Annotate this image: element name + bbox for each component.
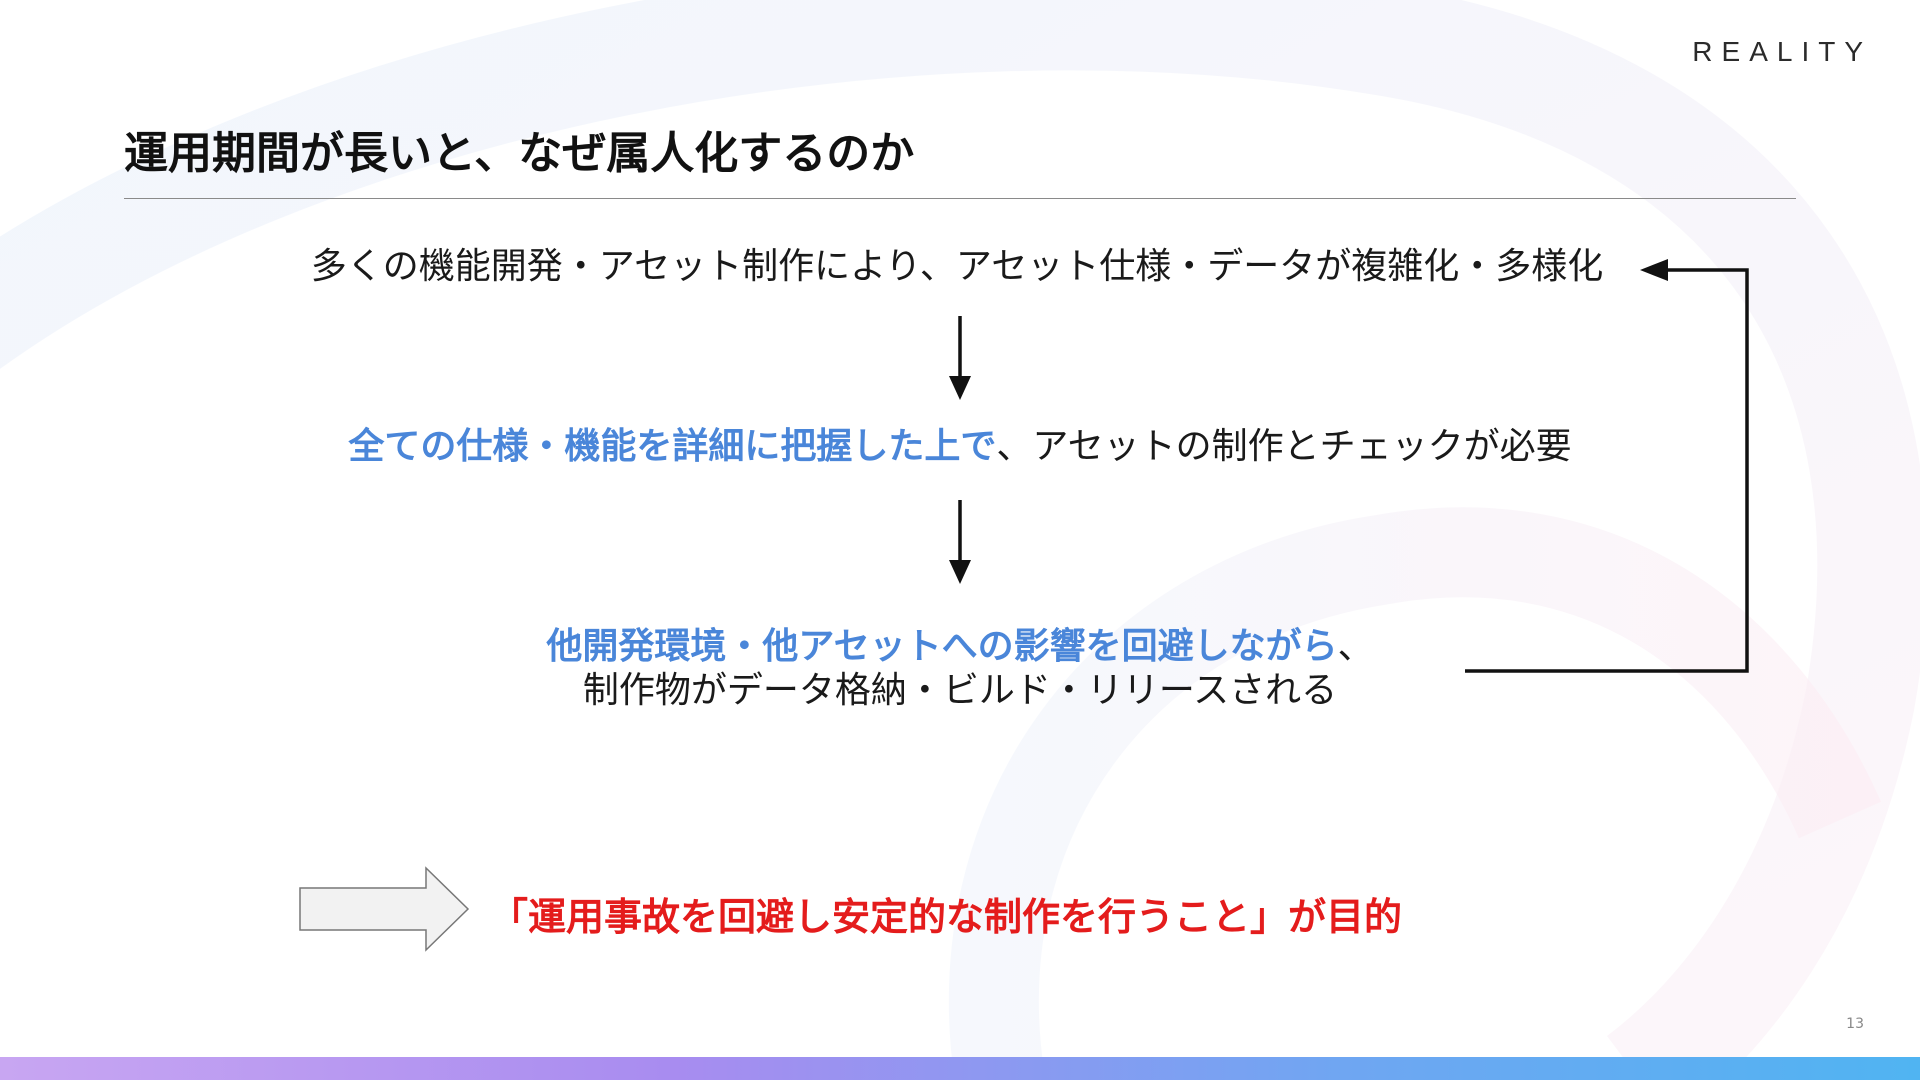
flow-step-1-text: 多くの機能開発・アセット制作により、アセット仕様・データが複雑化・多様化 [310,246,1604,287]
down-arrow-1 [949,316,971,400]
flow-step-2-rest: 、アセットの制作とチェックが必要 [996,426,1572,467]
flow-step-3-line2: 制作物がデータ格納・ビルド・リリースされる [582,670,1338,711]
flow-step-2-highlight: 全ての仕様・機能を詳細に把握した上で [348,426,997,467]
conclusion-arrow-icon [299,866,470,952]
flow-step-3-highlight: 他開発環境・他アセットへの影響を回避しながら [546,626,1338,667]
flow-step-2: 全ての仕様・機能を詳細に把握した上で、アセットの制作とチェックが必要 [0,425,1920,469]
flow-step-1: 多くの機能開発・アセット制作により、アセット仕様・データが複雑化・多様化 [0,245,1917,289]
bottom-gradient-bar [0,1057,1920,1080]
flow-step-3-line1: 他開発環境・他アセットへの影響を回避しながら、 [0,625,1920,669]
reality-logo: REALITY [1692,36,1872,67]
title-divider [124,198,1796,199]
conclusion-text: 「運用事故を回避し安定的な制作を行うこと」が目的 [490,895,1403,939]
feedback-loop-arrow [1465,259,1749,673]
page-title: 運用期間が長いと、なぜ属人化するのか [124,128,915,179]
flow-step-3: 他開発環境・他アセットへの影響を回避しながら、 制作物がデータ格納・ビルド・リリ… [0,625,1920,713]
flow-step-3-rest: 、 [1337,626,1374,667]
page-number: 13 [1846,1016,1864,1032]
down-arrow-2 [949,500,971,584]
